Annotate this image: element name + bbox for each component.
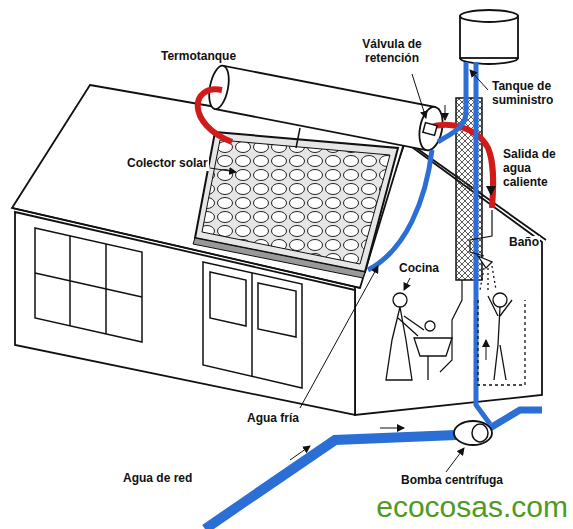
part-label: Baño: [508, 236, 540, 250]
check-valve: [423, 123, 437, 136]
flow-arrow: [445, 105, 446, 120]
part-label: Tanque de suministro: [491, 80, 569, 108]
centrifugal-pump: [454, 421, 492, 445]
leader-line: [210, 168, 236, 172]
mains-pipe: [490, 410, 542, 428]
leader-line: [412, 74, 426, 118]
hot-pipe: [198, 89, 232, 142]
watermark: ecocosas.com: [375, 492, 569, 522]
shower: [478, 256, 525, 385]
window: [35, 228, 142, 342]
flow-arrow: [486, 340, 487, 360]
part-label: Válvula de retención: [350, 38, 434, 66]
tank-support: [296, 128, 300, 148]
cold-pipe: [476, 62, 490, 424]
part-label: Agua de red: [122, 472, 193, 486]
part-label: Cocina: [398, 262, 440, 276]
part-label: Agua fría: [246, 412, 300, 426]
supply-tank: [460, 10, 518, 64]
flow-arrow: [486, 186, 496, 196]
part-label: Salida de agua caliente: [502, 148, 566, 189]
leader-line: [470, 70, 488, 90]
house-pipe: [440, 280, 462, 372]
leader-line: [300, 266, 378, 408]
cold-pipe: [368, 150, 432, 270]
part-label: Colector solar: [126, 157, 209, 171]
solar-collector: [193, 132, 398, 278]
kitchen-figure: [386, 293, 452, 380]
door: [203, 262, 302, 388]
leader-line: [446, 448, 464, 472]
flow-arrow: [290, 446, 310, 460]
hot-water-tank: [206, 64, 446, 152]
hot-pipe: [428, 125, 493, 208]
flow-arrow: [380, 428, 404, 429]
part-label: Termotanque: [160, 50, 237, 64]
cold-pipe: [438, 62, 466, 142]
house-pipe: [470, 210, 492, 256]
part-label: Bomba centrífuga: [400, 474, 504, 488]
leader-line: [404, 278, 410, 290]
